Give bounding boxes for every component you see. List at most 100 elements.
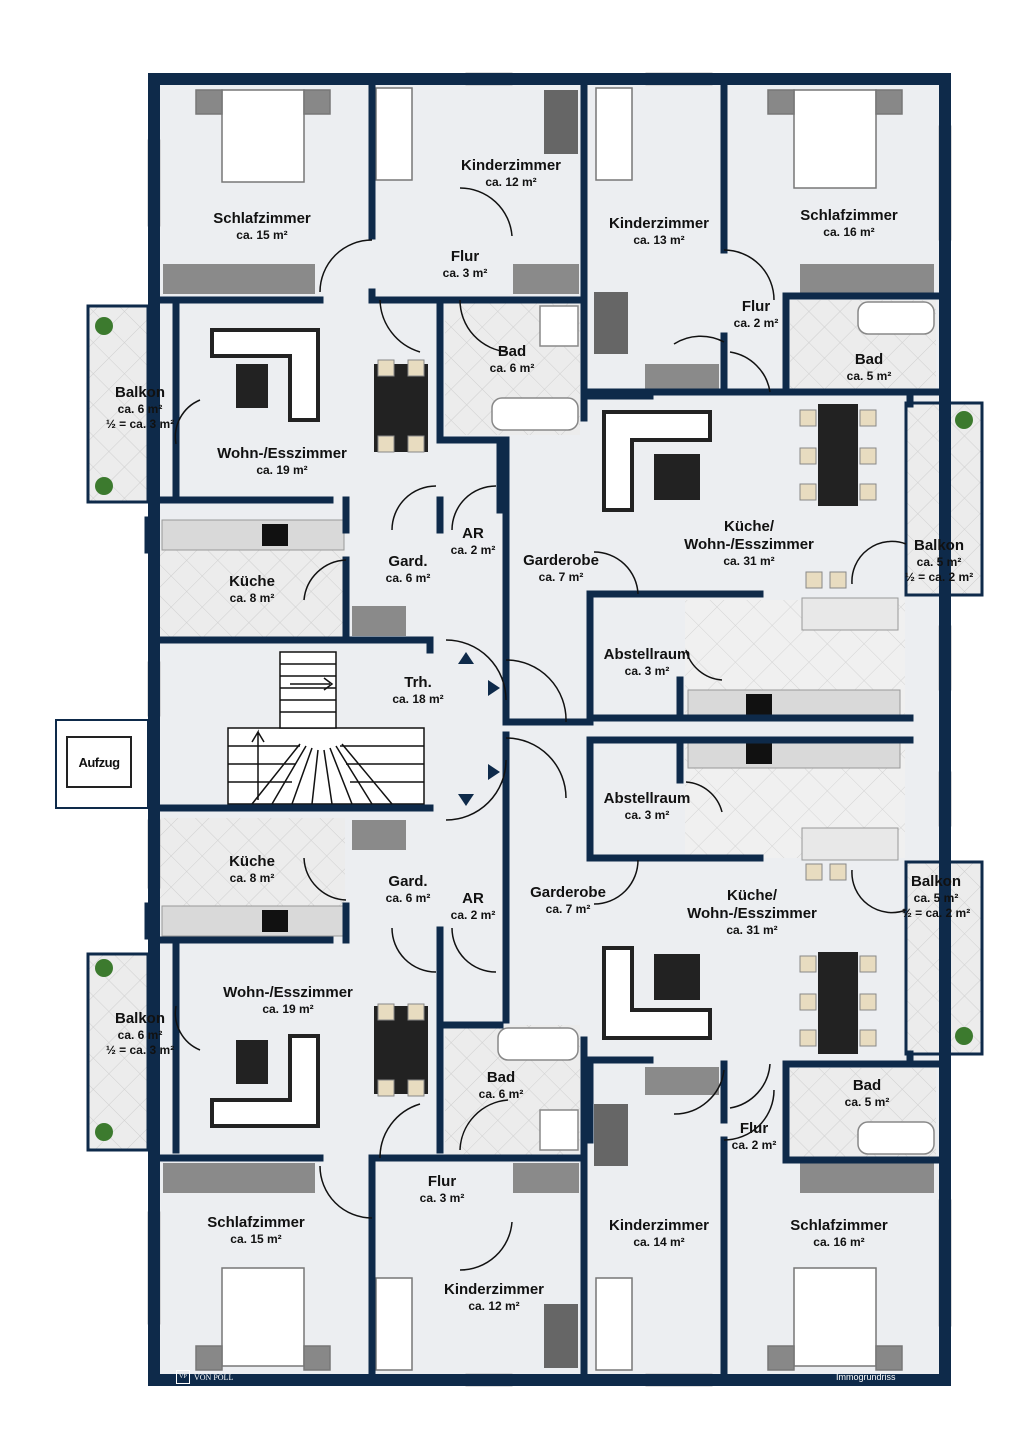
room-label-r21: Gard.ca. 6 m² <box>386 873 431 906</box>
bath-fixtures <box>491 301 935 1155</box>
room-area: ca. 2 m² <box>731 1138 777 1152</box>
room-name-line2: Wohn-/Esszimmer <box>687 905 817 922</box>
room-area: ca. 31 m² <box>723 554 775 568</box>
room-name: AR <box>462 890 484 907</box>
room-name-line2: Wohn-/Esszimmer <box>684 536 814 553</box>
room-area: ca. 16 m² <box>823 225 875 239</box>
room-area: ca. 6 m² <box>489 361 535 375</box>
room-area: ca. 8 m² <box>229 871 275 885</box>
room-name: Schlafzimmer <box>213 210 311 227</box>
room-label-r18: Trh.ca. 18 m² <box>392 674 443 707</box>
room-name: Bad <box>486 1069 516 1086</box>
room-area: ca. 5 m² <box>844 1095 890 1109</box>
room-area: ca. 16 m² <box>813 1235 865 1249</box>
room-area: ca. 3 m² <box>442 266 488 280</box>
staircase <box>227 651 425 805</box>
room-name: Kinderzimmer <box>608 215 710 232</box>
room-name: Kinderzimmer <box>460 157 562 174</box>
room-area: ca. 6 m² <box>478 1087 524 1101</box>
kitchen-counters <box>161 519 901 937</box>
room-area: ca. 2 m² <box>733 316 779 330</box>
room-area: ca. 31 m² <box>726 923 778 937</box>
room-area: ca. 19 m² <box>256 463 308 477</box>
room-area-half: ½ = ca. 2 m² <box>904 570 974 584</box>
room-name: Küche <box>229 573 275 590</box>
room-area: ca. 12 m² <box>485 175 537 189</box>
logo-text: VON POLL <box>194 1372 234 1382</box>
room-area: ca. 8 m² <box>229 591 275 605</box>
room-name: Flur <box>427 1173 457 1190</box>
room-name: Balkon <box>114 1010 165 1027</box>
desks <box>544 90 628 1368</box>
room-name: Bad <box>497 343 527 360</box>
room-area: ca. 3 m² <box>624 664 670 678</box>
room-name: Gard. <box>388 553 428 570</box>
door-swings <box>174 187 907 1271</box>
room-name: Flur <box>741 298 771 315</box>
logo-mark-icon: VP <box>176 1370 190 1384</box>
room-area: ca. 6 m² <box>385 571 431 585</box>
room-name: Küche/ <box>726 887 777 904</box>
room-name: AR <box>462 525 484 542</box>
room-name: Schlafzimmer <box>800 207 898 224</box>
room-area: ca. 13 m² <box>633 233 685 247</box>
room-name: Balkon <box>913 537 964 554</box>
room-name: Flur <box>450 248 480 265</box>
room-area: ca. 18 m² <box>392 692 444 706</box>
room-area: ca. 6 m² <box>385 891 431 905</box>
room-name: Bad <box>852 1077 882 1094</box>
room-name: Bad <box>854 351 884 368</box>
balcony-plants <box>95 317 973 1141</box>
room-name: Kinderzimmer <box>608 1217 710 1234</box>
room-name: Garderobe <box>523 552 599 569</box>
logo: VP VON POLL <box>176 1370 233 1384</box>
room-area: ca. 6 m² <box>117 402 163 416</box>
room-area: ca. 3 m² <box>624 808 670 822</box>
room-name: Abstellraum <box>603 646 691 663</box>
room-area-half: ½ = ca. 3 m² <box>105 1043 175 1057</box>
room-area: ca. 5 m² <box>846 369 892 383</box>
room-area: ca. 15 m² <box>236 228 288 242</box>
room-name: Gard. <box>388 873 428 890</box>
room-name: Wohn-/Esszimmer <box>217 445 347 462</box>
room-area: ca. 2 m² <box>450 543 496 557</box>
room-area: ca. 5 m² <box>916 555 962 569</box>
room-name: Balkon <box>910 873 961 890</box>
room-name: Küche <box>229 853 275 870</box>
room-area-half: ½ = ca. 3 m² <box>105 417 175 431</box>
walls <box>144 73 951 1386</box>
cooktops <box>262 524 772 932</box>
room-name: Schlafzimmer <box>207 1214 305 1231</box>
elevator-label: Aufzug <box>66 736 132 788</box>
room-name: Schlafzimmer <box>790 1217 888 1234</box>
room-area: ca. 6 m² <box>117 1028 163 1042</box>
room-area: ca. 19 m² <box>262 1002 314 1016</box>
room-area: ca. 12 m² <box>468 1299 520 1313</box>
